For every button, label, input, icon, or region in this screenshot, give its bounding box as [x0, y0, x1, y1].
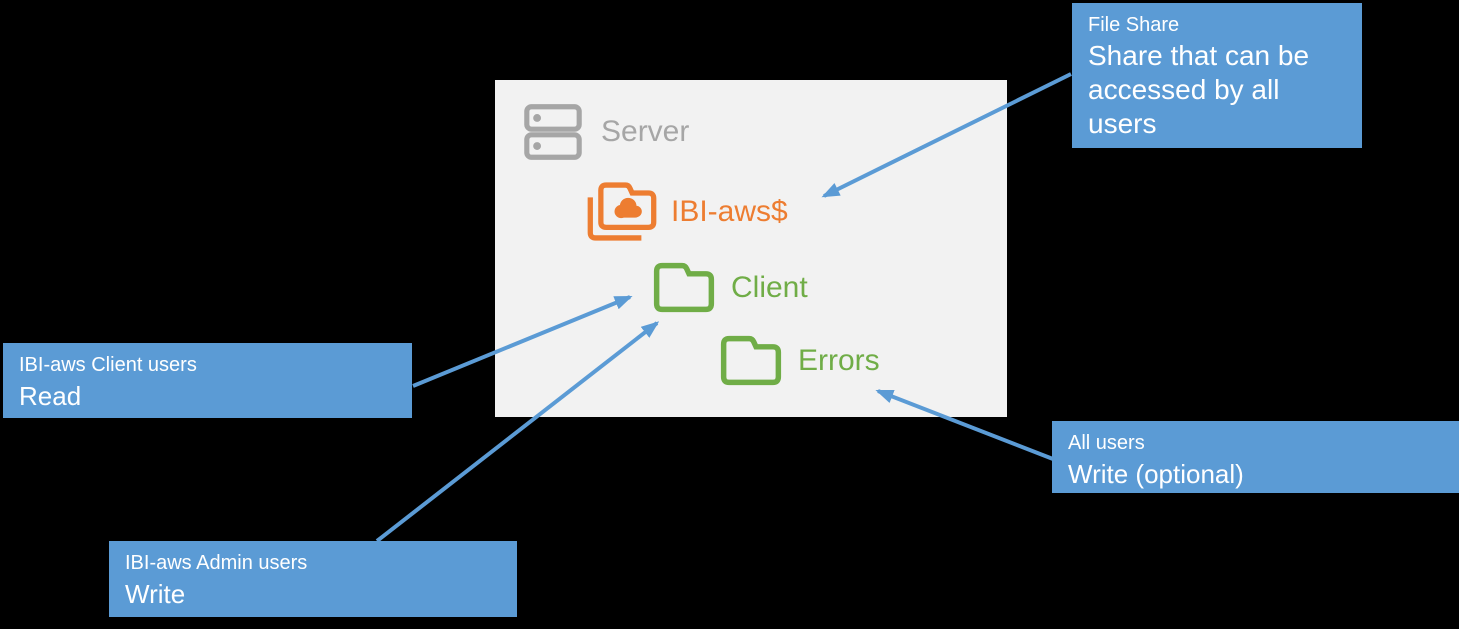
share-row: IBI-aws$ [585, 178, 788, 245]
callout-body: Write [125, 579, 186, 609]
client-folder-label: Client [731, 270, 808, 304]
cloud-glyph [614, 197, 642, 219]
errors-row: Errors [720, 333, 880, 388]
callout-client-users: IBI-aws Client users Read [3, 343, 412, 418]
callout-body: Share that can be accessed by all users [1088, 40, 1310, 139]
callout-admin-users: IBI-aws Admin users Write [109, 541, 517, 617]
errors-folder-label: Errors [798, 343, 880, 377]
callout-title: IBI-aws Client users [19, 354, 197, 376]
server-panel: Server IBI-aws$ C [495, 80, 1007, 417]
server-row: Server [523, 103, 689, 161]
folder-icon [653, 260, 715, 315]
server-label: Server [601, 115, 690, 148]
callout-title: IBI-aws Admin users [125, 552, 308, 574]
callout-title: All users [1068, 432, 1145, 454]
callout-body: Write (optional) [1068, 459, 1244, 489]
share-label: IBI-aws$ [671, 194, 788, 228]
server-rack-icon [524, 104, 582, 160]
callout-all-users: All users Write (optional) [1052, 421, 1459, 493]
callout-file-share: File Share Share that can be accessed by… [1072, 3, 1362, 148]
folder-icon [720, 333, 782, 388]
client-row: Client [653, 260, 808, 315]
cloud-share-folder-icon [587, 178, 659, 241]
callout-title: File Share [1088, 14, 1180, 36]
callout-body: Read [19, 381, 82, 411]
